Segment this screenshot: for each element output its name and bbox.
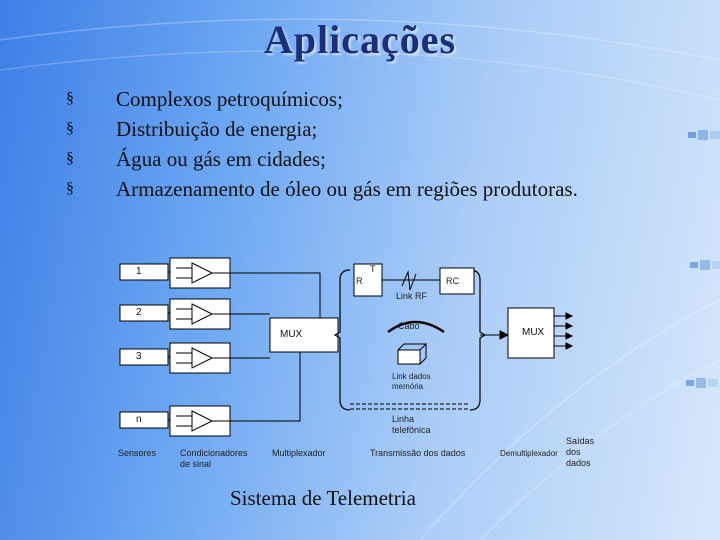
mux-left-box — [269, 317, 339, 353]
memory-icon — [397, 349, 421, 365]
bullet-marker: § — [66, 150, 74, 167]
bullet-marker: § — [66, 90, 74, 107]
linha-telefonica-label: Linha telefônica — [392, 414, 431, 435]
t-label: T — [370, 264, 376, 274]
multiplexador-label: Multiplexador — [272, 448, 326, 458]
decorative-bars-2 — [690, 258, 720, 272]
mux-left-label: MUX — [280, 329, 303, 340]
bullet-item: § Água ou gás em cidades; — [66, 144, 578, 174]
mux-right-box — [507, 307, 555, 359]
amplifier-icon — [191, 303, 214, 325]
saidas-label: Saídas dos dados — [566, 436, 595, 468]
amplifier-icon — [191, 347, 214, 369]
amplifier-icon — [191, 410, 214, 432]
rf-link-icon — [401, 270, 417, 291]
conditioner-box-2 — [169, 298, 231, 330]
transmissao-label: Transmissão dos dados — [370, 448, 466, 458]
mux-right-label: MUX — [522, 327, 545, 338]
bullet-list: § Complexos petroquímicos; § Distribuição … — [66, 84, 578, 204]
bullet-marker: § — [66, 120, 74, 137]
page-title: Aplicações — [263, 17, 457, 62]
sensor-label-2: 2 — [136, 307, 142, 318]
bullet-text: Água ou gás em cidades; — [116, 147, 326, 171]
sensor-box-n — [119, 411, 169, 429]
link-rf-label: Link RF — [396, 291, 428, 301]
bullet-text: Complexos petroquímicos; — [116, 87, 343, 111]
sensor-label-n: n — [136, 414, 142, 425]
link-memoria-label: Link dados memória — [392, 372, 431, 391]
condicionadores-label: Condicionadores de sinal — [180, 448, 248, 469]
bullet-text: Distribuição de energia; — [116, 117, 318, 141]
receiver-box — [439, 267, 475, 295]
cable-arc — [387, 320, 445, 334]
bullet-item: § Complexos petroquímicos; — [66, 84, 578, 114]
bullet-item: § Distribuição de energia; — [66, 114, 578, 144]
bullet-text: Armazenamento de óleo ou gás em regiões … — [116, 177, 578, 201]
sensor-label-1: 1 — [136, 266, 142, 277]
bullet-item: § Armazenamento de óleo ou gás em regiões… — [66, 174, 578, 204]
sensor-box-2 — [119, 304, 169, 322]
r-label: R — [356, 276, 363, 286]
bullet-marker: § — [66, 180, 74, 197]
diagram-caption: Sistema de Telemetria — [230, 486, 416, 510]
sensores-label: Sensores — [118, 448, 157, 458]
decorative-bars-1 — [688, 128, 720, 142]
amplifier-icon — [191, 262, 214, 284]
sensor-box-3 — [119, 348, 169, 366]
demultiplexador-label: Demultiplexador — [500, 449, 558, 458]
sensor-box-1 — [119, 263, 169, 281]
left-bracket — [333, 269, 351, 411]
rc-label: RC — [446, 276, 459, 286]
decorative-bars-3 — [686, 376, 720, 390]
sensor-label-3: 3 — [136, 351, 142, 362]
cabo-label: Cabo — [398, 321, 420, 331]
